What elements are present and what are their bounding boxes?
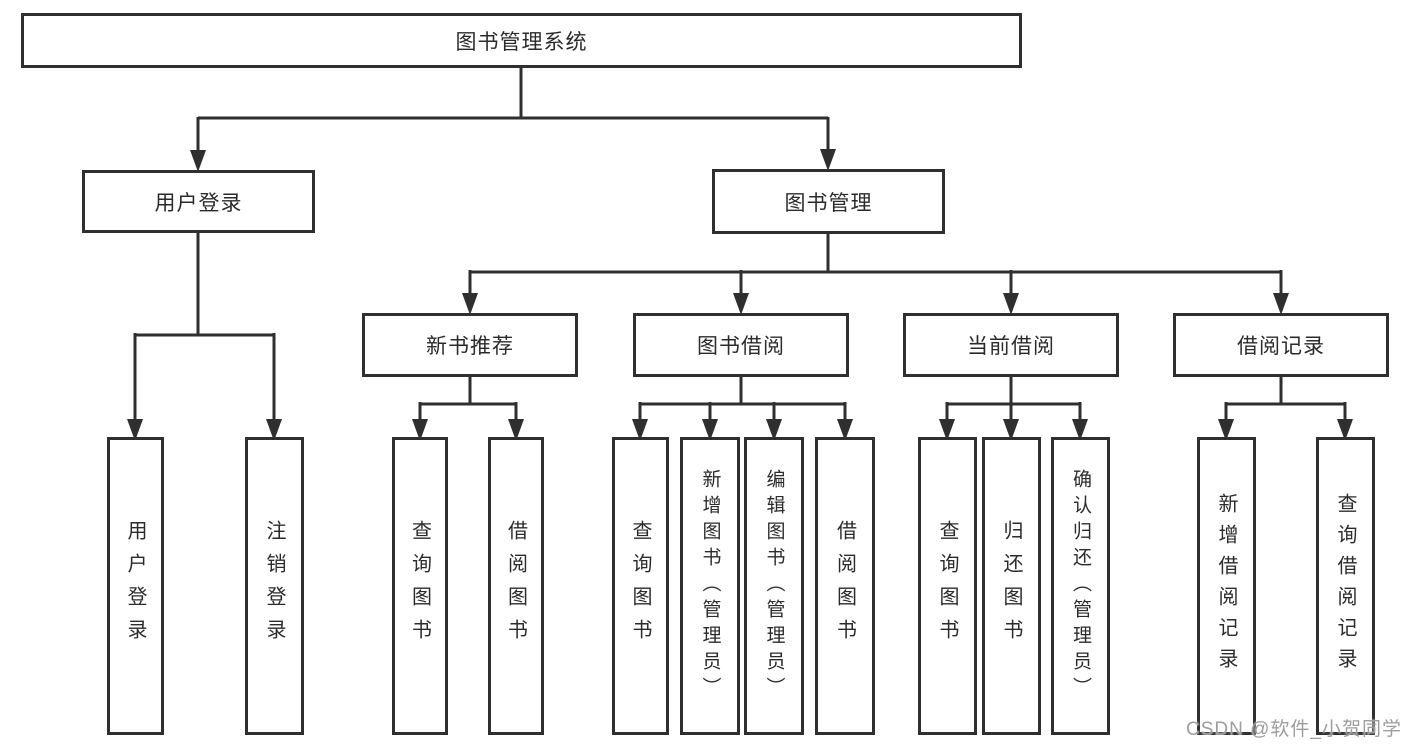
node-borrow-records: 借阅记录 <box>1173 313 1389 377</box>
leaf-add-borrow-record-label: 新增借阅记录 <box>1215 493 1237 679</box>
node-book-borrow: 图书借阅 <box>633 313 849 377</box>
node-root: 图书管理系统 <box>21 13 1022 68</box>
leaf-user-login-label: 用户登录 <box>124 520 146 652</box>
node-current-borrow: 当前借阅 <box>903 313 1119 377</box>
node-book-management: 图书管理 <box>712 169 945 234</box>
node-current-borrow-label: 当前借阅 <box>967 335 1055 358</box>
leaf-user-login: 用户登录 <box>107 437 164 735</box>
leaf-borrow-books-recommend-label: 借阅图书 <box>504 520 527 652</box>
leaf-confirm-return-admin: 确认归还（管理员） <box>1051 437 1110 735</box>
leaf-logout-label: 注销登录 <box>263 520 285 652</box>
leaf-query-borrow-record-label: 查询借阅记录 <box>1334 493 1356 679</box>
node-root-label: 图书管理系统 <box>455 30 588 54</box>
leaf-query-borrow-record: 查询借阅记录 <box>1316 437 1375 735</box>
leaf-borrow-books: 借阅图书 <box>815 437 875 735</box>
node-book-borrow-label: 图书借阅 <box>697 335 785 358</box>
node-borrow-records-label: 借阅记录 <box>1237 335 1325 358</box>
watermark: CSDN @软件_小贺同学 <box>1186 719 1402 740</box>
arrowheads <box>127 149 1353 441</box>
leaf-return-books: 归还图书 <box>982 437 1041 735</box>
node-new-book-recommend-label: 新书推荐 <box>426 335 514 358</box>
leaf-confirm-return-admin-label: 确认归还（管理员） <box>1070 469 1091 703</box>
node-book-management-label: 图书管理 <box>784 191 873 215</box>
leaf-edit-books-admin: 编辑图书（管理员） <box>744 437 804 735</box>
leaf-add-books-admin-label: 新增图书（管理员） <box>699 469 721 703</box>
node-new-book-recommend: 新书推荐 <box>362 313 578 377</box>
leaf-add-borrow-record: 新增借阅记录 <box>1197 437 1256 735</box>
leaf-query-books-recommend-label: 查询图书 <box>408 520 431 652</box>
leaf-query-books-borrow: 查询图书 <box>612 437 669 735</box>
leaf-query-books-current-label: 查询图书 <box>936 520 958 652</box>
leaf-return-books-label: 归还图书 <box>1000 520 1022 652</box>
leaf-edit-books-admin-label: 编辑图书（管理员） <box>763 469 785 703</box>
leaf-borrow-books-label: 借阅图书 <box>833 520 856 652</box>
leaf-add-books-admin: 新增图书（管理员） <box>680 437 740 735</box>
leaf-query-books-borrow-label: 查询图书 <box>629 520 651 652</box>
leaf-logout: 注销登录 <box>245 437 304 735</box>
node-user-login: 用户登录 <box>82 170 315 233</box>
leaf-borrow-books-recommend: 借阅图书 <box>488 437 544 735</box>
node-user-login-label: 用户登录 <box>154 191 243 215</box>
leaf-query-books-recommend: 查询图书 <box>392 437 448 735</box>
leaf-query-books-current: 查询图书 <box>918 437 977 735</box>
